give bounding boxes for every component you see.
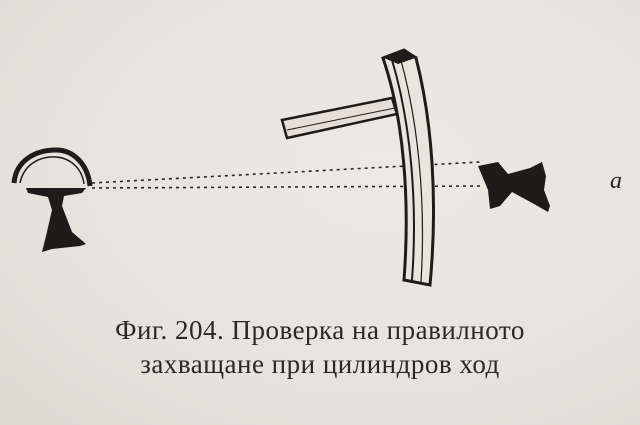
eyepiece-mark-icon [478, 162, 550, 212]
escape-wheel-tooth-icon [280, 48, 436, 287]
balance-cylinder-icon [11, 147, 93, 252]
label-a: a [610, 168, 622, 194]
caption-line-2: захващане при цилиндров ход [140, 349, 500, 379]
figure-caption: Фиг. 204. Проверка на правилното захваща… [0, 313, 640, 381]
caption-line-1: Фиг. 204. Проверка на правилното [115, 315, 525, 345]
